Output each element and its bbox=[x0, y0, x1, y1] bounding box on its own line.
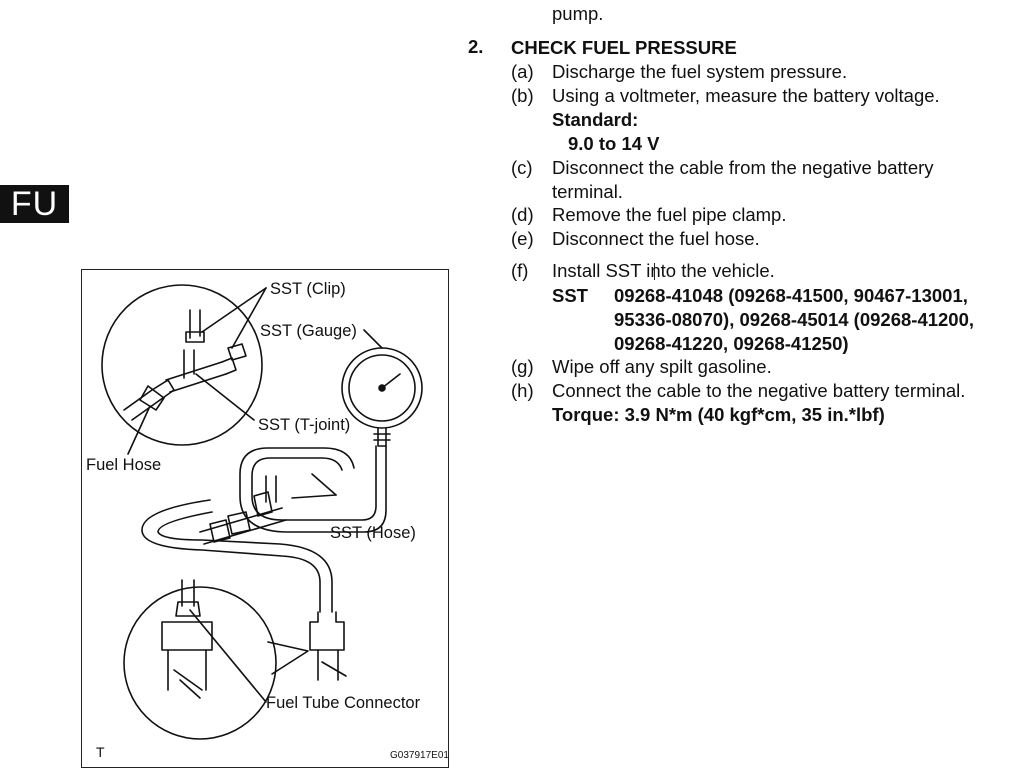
sst-line-1: 09268-41048 (09268-41500, 90467-13001, bbox=[614, 285, 968, 306]
item-text-f: Install SST into the vehicle. bbox=[552, 260, 775, 281]
sst-installation-figure: SST (Clip) SST (Gauge) SST (T-joint) Fue… bbox=[81, 269, 449, 768]
item-letter-f: (f) bbox=[511, 260, 529, 281]
standard-label: Standard: bbox=[552, 109, 639, 130]
step-title: CHECK FUEL PRESSURE bbox=[511, 37, 737, 58]
item-text-d: Remove the fuel pipe clamp. bbox=[552, 204, 787, 225]
figure-drawing bbox=[101, 284, 423, 740]
item-text-a: Discharge the fuel system pressure. bbox=[552, 61, 848, 82]
label-sst-tjoint: SST (T-joint) bbox=[258, 416, 351, 434]
item-letter-a: (a) bbox=[511, 61, 534, 82]
figure-corner-mark: T bbox=[96, 744, 105, 760]
gauge-inner bbox=[348, 354, 416, 422]
lower-detail-circle bbox=[123, 586, 277, 740]
standard-value: 9.0 to 14 V bbox=[568, 133, 660, 154]
text-cursor-icon bbox=[654, 263, 655, 280]
item-letter-d: (d) bbox=[511, 204, 534, 225]
step-number: 2. bbox=[468, 36, 484, 57]
item-text-b: Using a voltmeter, measure the battery v… bbox=[552, 85, 940, 106]
item-letter-e: (e) bbox=[511, 228, 534, 249]
label-fuel-tube-connector: Fuel Tube Connector bbox=[266, 694, 421, 712]
label-sst-hose: SST (Hose) bbox=[330, 524, 416, 542]
item-letter-b: (b) bbox=[511, 85, 534, 106]
item-text-c-line2: terminal. bbox=[552, 181, 623, 202]
item-text-g: Wipe off any spilt gasoline. bbox=[552, 356, 772, 377]
sst-line-2: 95336-08070), 09268-45014 (09268-41200, bbox=[614, 309, 975, 330]
lower-circle-pointer bbox=[267, 641, 309, 675]
sst-line-3: 09268-41220, 09268-41250) bbox=[614, 333, 849, 354]
item-letter-h: (h) bbox=[511, 380, 534, 401]
label-sst-gauge: SST (Gauge) bbox=[260, 322, 357, 340]
sst-label: SST bbox=[552, 285, 588, 306]
section-tab: FU bbox=[0, 185, 69, 223]
label-sst-clip: SST (Clip) bbox=[270, 280, 346, 298]
previous-step-fragment: pump. bbox=[552, 3, 604, 24]
item-text-c-line1: Disconnect the cable from the negative b… bbox=[552, 157, 934, 178]
item-text-h: Connect the cable to the negative batter… bbox=[552, 380, 966, 401]
torque-spec: Torque: 3.9 N*m (40 kgf*cm, 35 in.*lbf) bbox=[552, 404, 885, 425]
upper-detail-circle bbox=[101, 284, 263, 446]
item-letter-g: (g) bbox=[511, 356, 534, 377]
figure-code: G037917E01 bbox=[390, 750, 449, 761]
label-fuel-hose: Fuel Hose bbox=[86, 456, 162, 474]
item-letter-c: (c) bbox=[511, 157, 533, 178]
item-text-e: Disconnect the fuel hose. bbox=[552, 228, 760, 249]
